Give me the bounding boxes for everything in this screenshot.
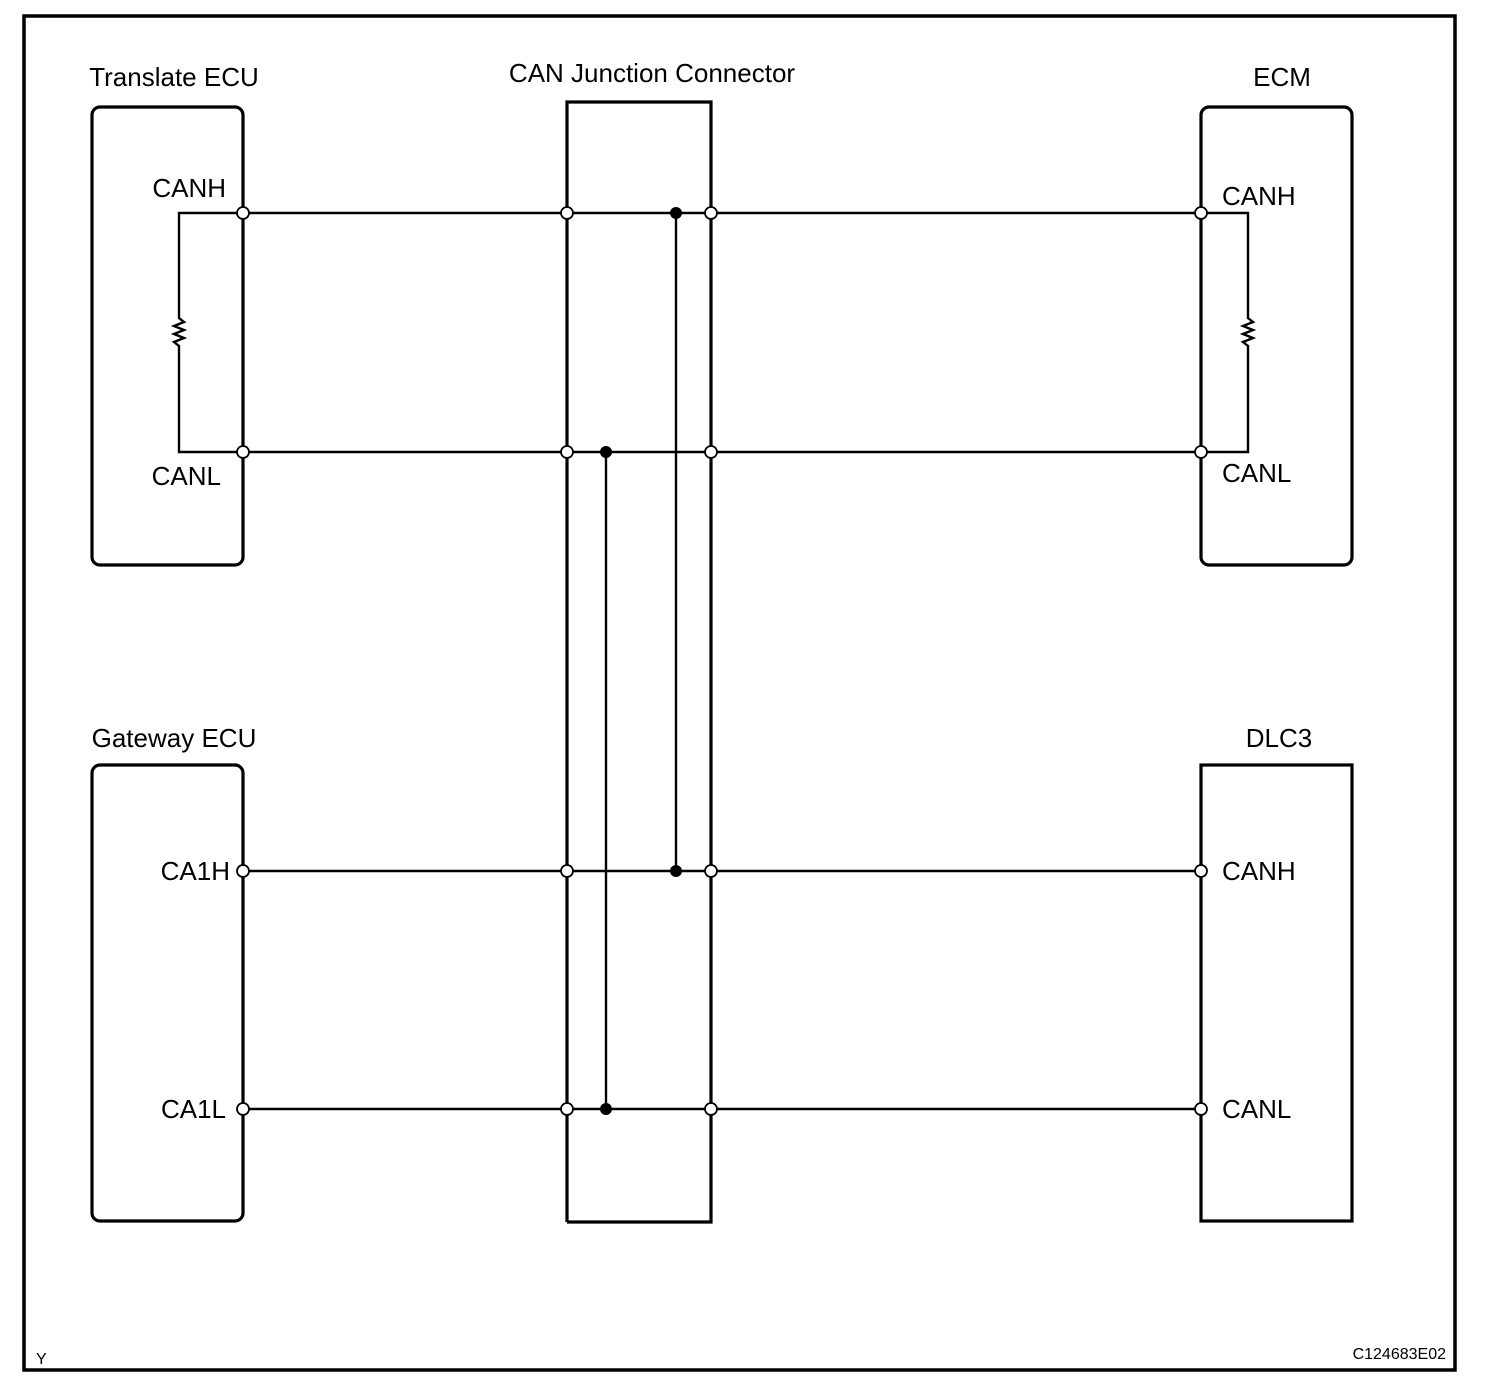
- diagram-frame: [22, 14, 1457, 1372]
- dlc3-canh-label: CANH: [1222, 856, 1296, 886]
- ecm-title: ECM: [1253, 62, 1311, 92]
- dlc3-box: [1199, 763, 1354, 1223]
- footer-left-code: Y: [36, 1351, 47, 1368]
- junction-connector-title: CAN Junction Connector: [509, 58, 795, 88]
- terminal: [1194, 445, 1208, 459]
- terminal: [560, 206, 574, 220]
- terminal: [704, 1102, 718, 1116]
- splice-dot: [670, 207, 682, 219]
- splice-dot: [670, 865, 682, 877]
- ecm-canh-label: CANH: [1222, 181, 1296, 211]
- splice-points: [600, 207, 682, 1115]
- translate-ecu: Translate ECU CANH CANL: [89, 62, 259, 567]
- dlc3: DLC3 CANH CANL: [1199, 723, 1354, 1223]
- terminals: [236, 206, 1208, 1116]
- ecm-canl-label: CANL: [1222, 458, 1291, 488]
- terminal: [1194, 864, 1208, 878]
- terminal: [560, 864, 574, 878]
- terminal: [704, 864, 718, 878]
- ecm-resistor: [1201, 211, 1257, 454]
- gateway-ecu-title: Gateway ECU: [92, 723, 257, 753]
- splice-dot: [600, 446, 612, 458]
- splice-dot: [600, 1103, 612, 1115]
- gateway-ecu: Gateway ECU CA1H CA1L: [90, 723, 257, 1223]
- bus-wires: [243, 211, 1201, 1111]
- gateway-ecu-ca1l-label: CA1L: [161, 1094, 226, 1124]
- ecm-box: [1199, 105, 1354, 567]
- translate-ecu-resistor: [170, 211, 243, 454]
- terminal: [1194, 206, 1208, 220]
- terminal: [236, 445, 250, 459]
- dlc3-canl-label: CANL: [1222, 1094, 1291, 1124]
- terminal: [704, 206, 718, 220]
- terminal: [560, 445, 574, 459]
- can-junction-connector: CAN Junction Connector: [509, 58, 795, 1224]
- terminal: [236, 864, 250, 878]
- translate-ecu-box: [90, 105, 245, 567]
- ecm: ECM CANH CANL: [1199, 62, 1354, 567]
- terminal: [560, 1102, 574, 1116]
- dlc3-title: DLC3: [1246, 723, 1312, 753]
- translate-ecu-canl-label: CANL: [152, 461, 221, 491]
- gateway-ecu-box: [90, 763, 245, 1223]
- gateway-ecu-ca1h-label: CA1H: [161, 856, 230, 886]
- translate-ecu-title: Translate ECU: [89, 62, 259, 92]
- terminal: [236, 1102, 250, 1116]
- terminal: [1194, 1102, 1208, 1116]
- translate-ecu-canh-label: CANH: [152, 173, 226, 203]
- figure-code: C124683E02: [1353, 1346, 1447, 1363]
- junction-connector-box: [565, 100, 713, 1224]
- terminal: [236, 206, 250, 220]
- terminal: [704, 445, 718, 459]
